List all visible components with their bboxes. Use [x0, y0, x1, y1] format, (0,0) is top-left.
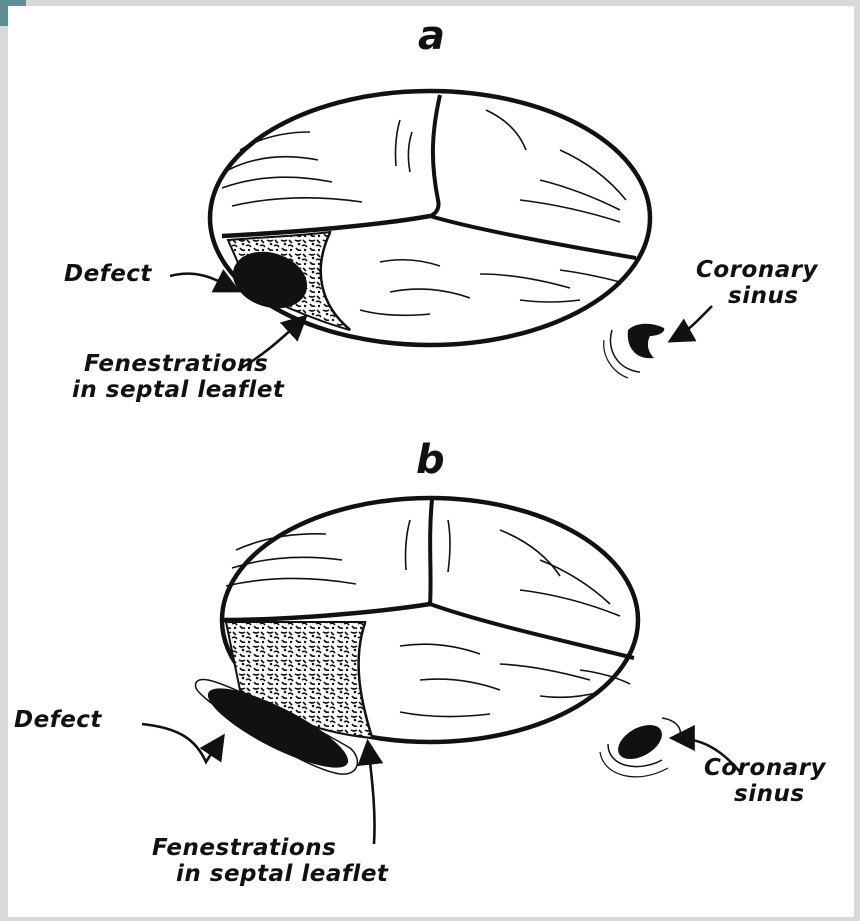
- panel-a-coronary-line2: sinus: [728, 284, 818, 310]
- panel-b-coronary-line1: Coronary: [704, 756, 826, 782]
- panel-b-coronary-sinus: [600, 718, 680, 777]
- panel-b-defect-label: Defect: [14, 708, 102, 734]
- panel-a-defect-label: Defect: [64, 262, 152, 288]
- panel-b-letter: b: [416, 438, 445, 483]
- panel-b-valve: [222, 498, 638, 742]
- panel-a-coronary-sinus: [604, 324, 665, 378]
- panel-a-fenestrations-line2: in septal leaflet: [72, 378, 284, 404]
- panel-a-coronary-line1: Coronary: [696, 258, 818, 284]
- panel-b-fenestrations-line2: in septal leaflet: [176, 862, 388, 888]
- panel-b-coronary-line2: sinus: [734, 782, 826, 808]
- panel-b-fenestrations-label: Fenestrations in septal leaflet: [152, 836, 388, 888]
- panel-a-fenestrations-label: Fenestrations in septal leaflet: [84, 352, 284, 404]
- panel-a-letter: a: [418, 14, 445, 59]
- panel-b-fenestrations-line1: Fenestrations: [152, 836, 388, 862]
- panel-b-coronary-label: Coronary sinus: [704, 756, 826, 808]
- panel-a-fenestrations-line1: Fenestrations: [84, 352, 284, 378]
- panel-a-valve: [210, 91, 650, 345]
- panel-a-coronary-label: Coronary sinus: [696, 258, 818, 310]
